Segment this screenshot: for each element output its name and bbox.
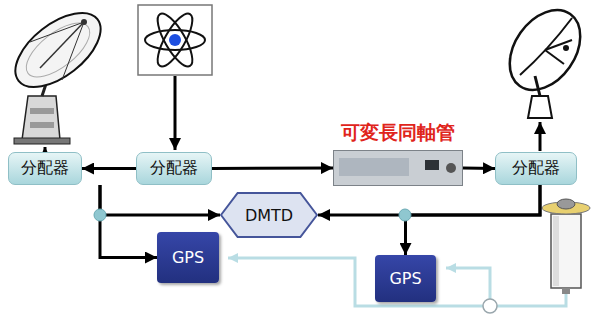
node-label: GPS bbox=[389, 269, 421, 288]
node-label: DMTD bbox=[245, 206, 293, 225]
coax-device-body bbox=[333, 150, 463, 186]
dmtd-hexagon: DMTD bbox=[220, 192, 318, 238]
connector bbox=[406, 185, 541, 255]
feed-line bbox=[539, 122, 542, 151]
connector bbox=[212, 167, 333, 171]
coax-device: 可変長同軸管 bbox=[333, 150, 463, 186]
node-label: 分配器 bbox=[512, 158, 560, 179]
node-label: 分配器 bbox=[21, 158, 69, 179]
feed-line bbox=[174, 76, 177, 150]
device-knob bbox=[446, 163, 456, 173]
junction-dot bbox=[399, 209, 411, 221]
feed-line bbox=[44, 147, 47, 151]
node-label: 分配器 bbox=[150, 158, 198, 179]
splitter-box: 分配器 bbox=[136, 152, 212, 185]
splitter-box: 分配器 bbox=[495, 152, 577, 185]
connector bbox=[100, 185, 220, 215]
gps-antenna bbox=[542, 199, 590, 294]
device-case bbox=[334, 151, 463, 186]
radio-telescope bbox=[3, 0, 114, 144]
gps-box: GPS bbox=[157, 232, 219, 283]
junction-dot bbox=[94, 209, 106, 221]
antenna bbox=[495, 0, 592, 118]
gps-box: GPS bbox=[375, 255, 436, 302]
device-panel bbox=[339, 158, 409, 176]
node-label: GPS bbox=[172, 248, 204, 267]
connector bbox=[318, 185, 540, 215]
device-label: 可変長同軸管 bbox=[341, 120, 455, 146]
splitter-box: 分配器 bbox=[8, 152, 82, 185]
connector bbox=[82, 167, 136, 170]
device-display bbox=[425, 160, 439, 170]
atomic-clock bbox=[138, 5, 212, 75]
hexagon-fill bbox=[221, 193, 317, 237]
connector bbox=[463, 167, 495, 171]
connector bbox=[100, 185, 157, 258]
